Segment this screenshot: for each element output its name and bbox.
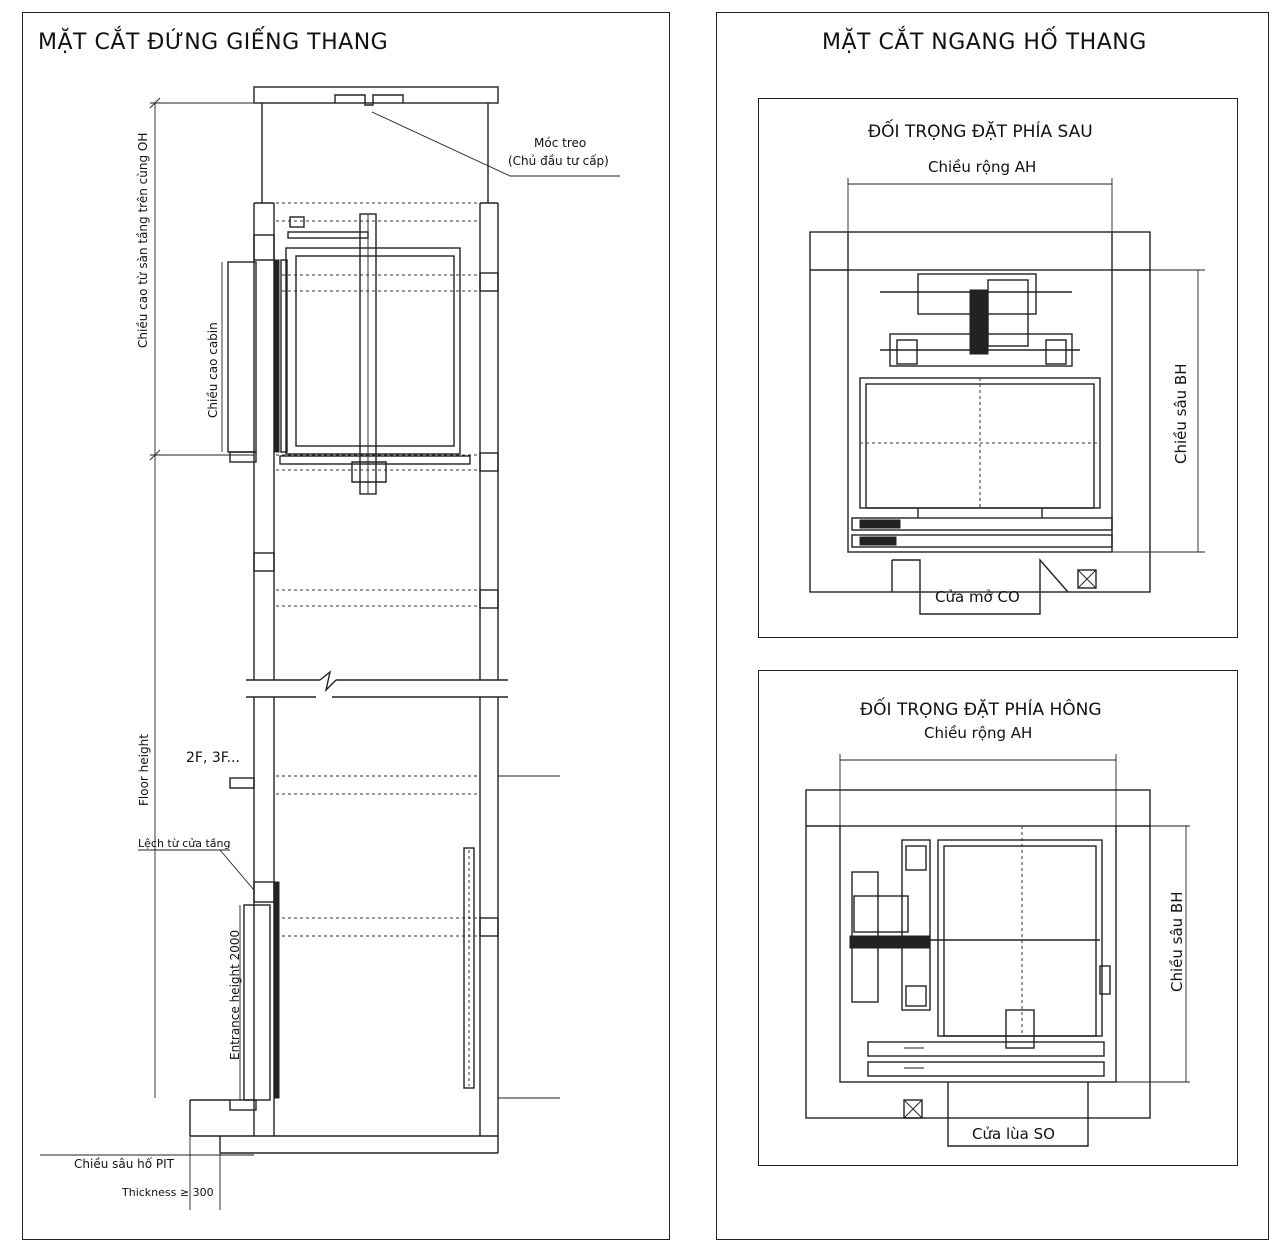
section-panel xyxy=(22,12,670,1240)
plan-side-width-label: Chiều rộng AH xyxy=(924,724,1033,742)
floors-label: 2F, 3F... xyxy=(186,750,240,766)
pit-depth-label: Chiều sâu hố PIT xyxy=(74,1157,175,1171)
plan-side-door-label: Cửa lùa SO xyxy=(972,1125,1055,1143)
plan-rear-drawing xyxy=(809,178,1205,615)
section-title: MẶT CẮT ĐỨNG GIẾNG THANG xyxy=(38,30,389,55)
thickness-label: Thickness ≥ 300 xyxy=(122,1186,214,1199)
overhead-label: Chiều cao từ sàn tầng trên cùng OH xyxy=(136,132,150,348)
entrance-height-label: Entrance height 2000 xyxy=(228,929,242,1060)
plan-title: MẶT CẮT NGANG HỐ THANG xyxy=(822,30,1147,55)
plan-side-drawing xyxy=(805,754,1190,1147)
floor-height-label: Floor height xyxy=(137,734,151,806)
plan-panel xyxy=(716,12,1269,1240)
plan-rear-title: ĐỐI TRỌNG ĐẶT PHÍA SAU xyxy=(868,122,1093,142)
plan-side-frame xyxy=(758,670,1238,1166)
hook-label-line2: (Chủ đầu tư cấp) xyxy=(508,154,609,168)
plan-side-depth-label: Chiều sâu BH xyxy=(1168,891,1186,992)
car-height-label: Chiều cao cabin xyxy=(206,322,220,418)
plan-rear-door-label: Cửa mở CO xyxy=(935,588,1020,606)
plan-rear-frame xyxy=(758,98,1238,638)
shaft-section-drawing xyxy=(40,86,620,1210)
plan-rear-width-label: Chiều rộng AH xyxy=(928,158,1037,176)
plan-rear-depth-label: Chiều sâu BH xyxy=(1172,363,1190,464)
plan-side-title: ĐỐI TRỌNG ĐẶT PHÍA HÔNG xyxy=(860,700,1102,720)
floor-tolerance-label: Lệch từ cửa tầng xyxy=(138,837,231,850)
hook-label-line1: Móc treo xyxy=(534,136,587,150)
